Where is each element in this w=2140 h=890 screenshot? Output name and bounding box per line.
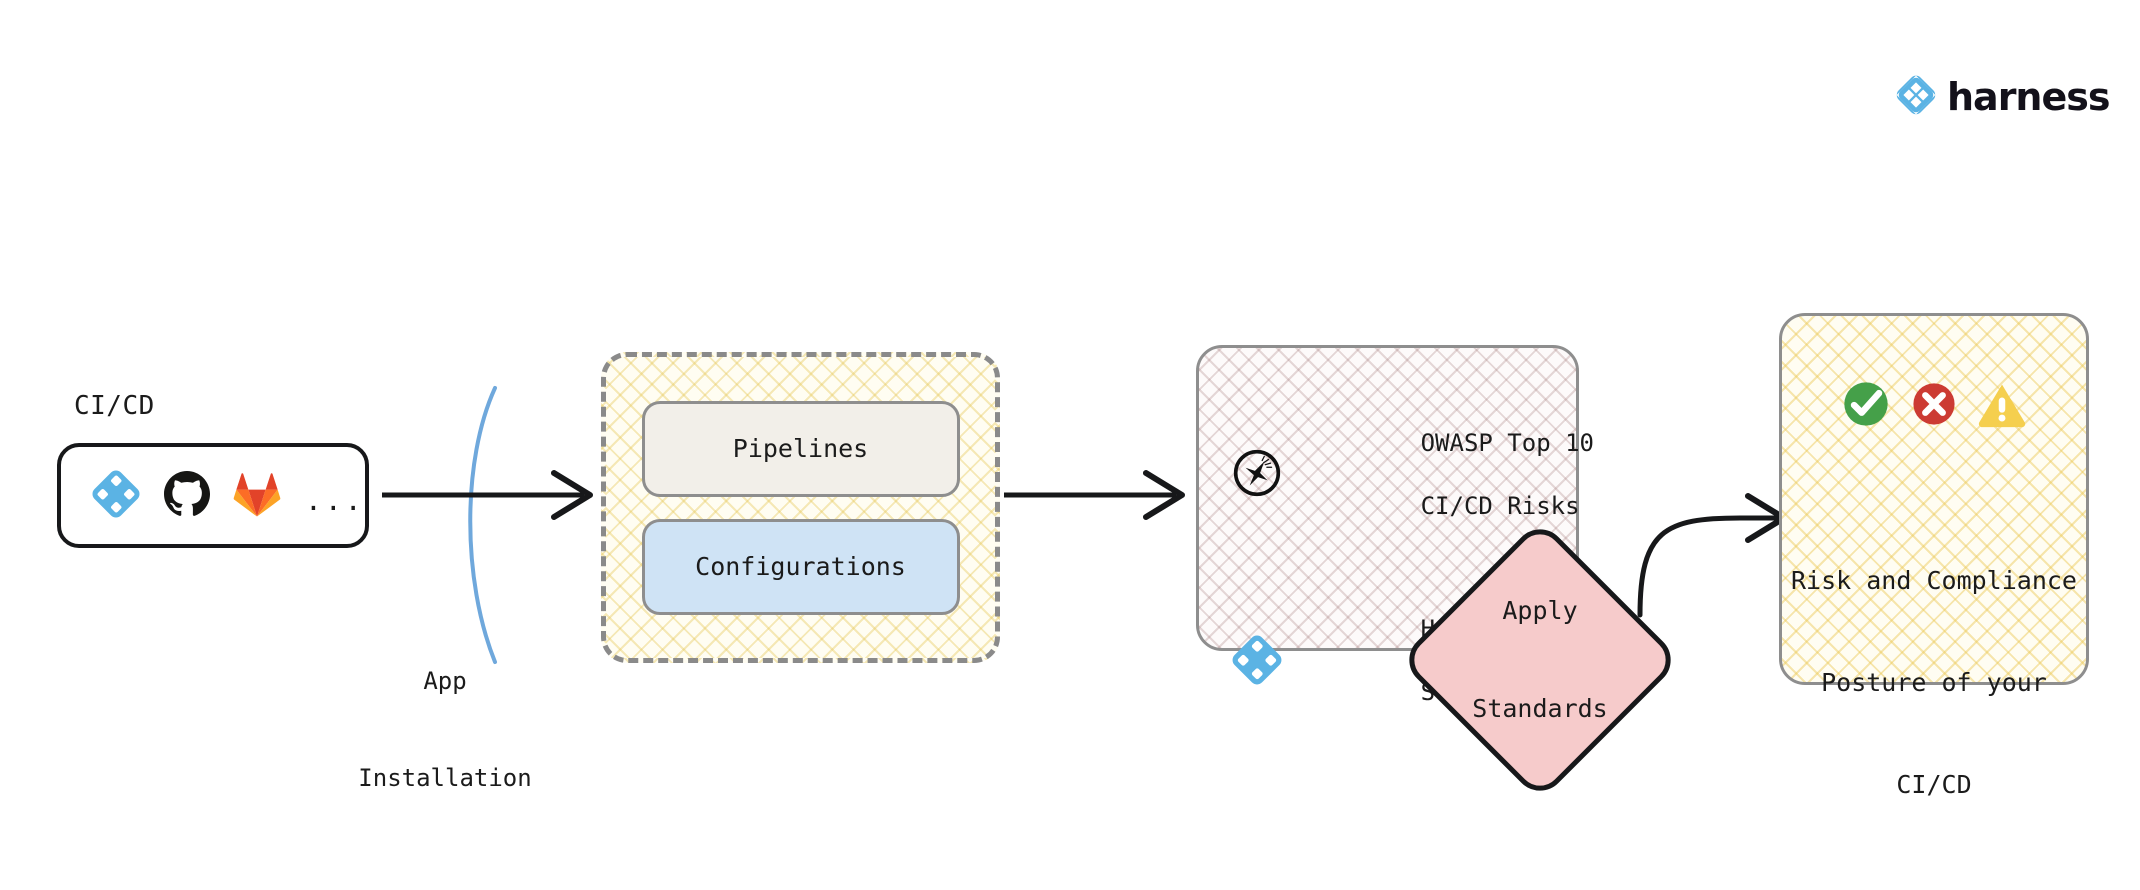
outcome-line2: Posture of your — [1821, 668, 2047, 697]
outcome-line3: CI/CD — [1896, 770, 1972, 799]
harness-logo-icon — [91, 469, 141, 523]
standard-item-owasp: OWASP Top 10 CI/CD Risks — [1231, 396, 1594, 554]
app-installation-label-line2: Installation — [358, 763, 532, 792]
outcome-container: Risk and Compliance Posture of your CI/C… — [1779, 313, 2089, 799]
brand-name: harness — [1947, 75, 2110, 119]
app-installation-label: App Installation — [320, 600, 570, 859]
error-circle-icon — [1908, 378, 1960, 434]
artifacts-to-standards-arrow — [1004, 470, 1185, 520]
owasp-line2: CI/CD Risks — [1420, 492, 1580, 521]
apply-standards-line2: Standards — [1472, 693, 1608, 723]
app-installation-label-line1: App — [423, 666, 467, 695]
owasp-logo-icon — [1231, 447, 1283, 503]
github-logo-icon — [163, 470, 211, 522]
artifacts-container: Pipelines Configurations — [601, 352, 1000, 663]
apply-standards-node[interactable]: Apply Standards — [1398, 518, 1682, 802]
artifact-card-pipelines[interactable]: Pipelines — [641, 400, 960, 497]
gitlab-logo-icon — [233, 470, 281, 522]
apply-standards-line1: Apply — [1502, 596, 1578, 625]
owasp-line1: OWASP Top 10 — [1420, 428, 1594, 457]
outcome-label: Risk and Compliance Posture of your CI/C… — [1791, 496, 2077, 870]
apply-standards-label: Apply Standards — [1400, 545, 1680, 775]
more-tools-ellipsis: ... — [305, 484, 365, 517]
status-icon-group — [1840, 378, 2028, 434]
outcome-line1: Risk and Compliance — [1791, 566, 2077, 595]
cicd-group-label: CI/CD — [74, 391, 155, 421]
harness-diamond-logo-icon — [1895, 74, 1937, 120]
artifact-card-configurations[interactable]: Configurations — [641, 518, 960, 615]
app-installation-boundary-arc — [468, 386, 497, 664]
check-circle-icon — [1840, 378, 1892, 434]
harness-brand-logo: harness — [1895, 74, 2110, 120]
harness-logo-icon — [1231, 634, 1283, 690]
warning-triangle-icon — [1976, 378, 2028, 434]
source-to-artifacts-arrow — [382, 470, 593, 520]
standard-item-owasp-label: OWASP Top 10 CI/CD Risks — [1305, 396, 1594, 554]
cicd-tools-box: ... — [57, 443, 369, 548]
